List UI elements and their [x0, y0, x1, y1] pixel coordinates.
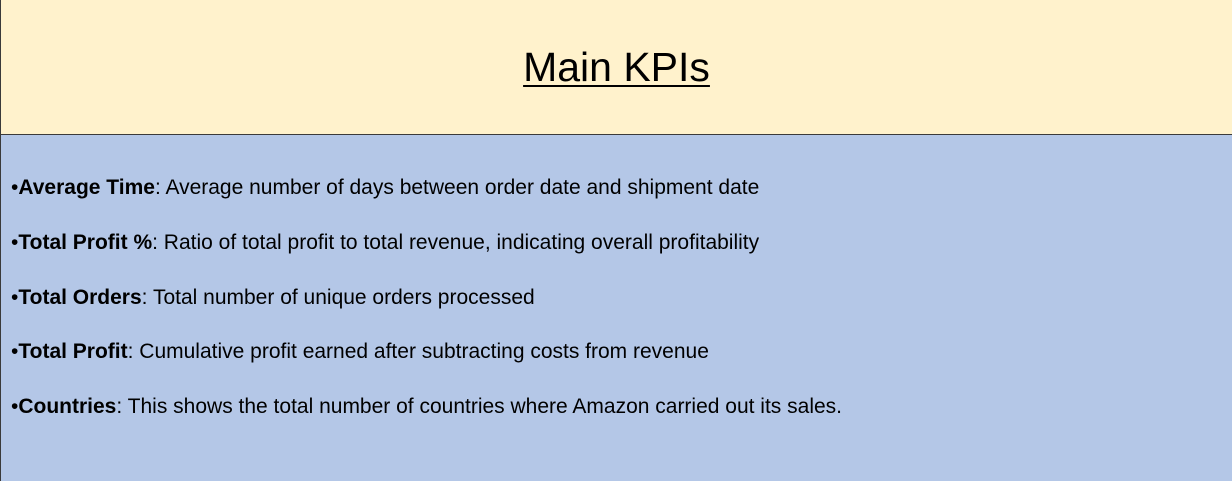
bullet: •	[11, 230, 19, 254]
kpi-panel: •Average Time: Average number of days be…	[1, 135, 1232, 481]
bullet: •	[11, 285, 19, 309]
bullet: •	[11, 340, 19, 364]
kpi-description: : Total number of unique orders processe…	[141, 285, 535, 309]
kpi-item-total-orders: •Total Orders: Total number of unique or…	[11, 285, 842, 311]
kpi-name: Total Profit	[18, 340, 128, 364]
kpi-description: : Ratio of total profit to total revenue…	[152, 230, 760, 254]
kpi-description: : Cumulative profit earned after subtrac…	[127, 340, 709, 364]
kpi-description: : This shows the total number of countri…	[116, 395, 843, 418]
kpi-name: Total Profit %	[18, 230, 153, 254]
kpi-item-countries: •Countries: This shows the total number …	[11, 394, 842, 420]
kpi-name: Countries	[18, 395, 117, 418]
title-banner: Main KPIs	[1, 0, 1232, 135]
kpi-item-average-time: •Average Time: Average number of days be…	[11, 175, 842, 201]
bullet: •	[11, 395, 19, 418]
kpi-list: •Average Time: Average number of days be…	[11, 175, 842, 449]
kpi-item-total-profit: •Total Profit: Cumulative profit earned …	[11, 339, 842, 365]
kpi-item-total-profit-percent: •Total Profit %: Ratio of total profit t…	[11, 230, 842, 256]
kpi-name: Total Orders	[18, 285, 142, 309]
kpi-description: : Average number of days between order d…	[154, 176, 760, 199]
page-title: Main KPIs	[523, 44, 710, 90]
bullet: •	[11, 176, 19, 199]
kpi-name: Average Time	[18, 176, 155, 199]
